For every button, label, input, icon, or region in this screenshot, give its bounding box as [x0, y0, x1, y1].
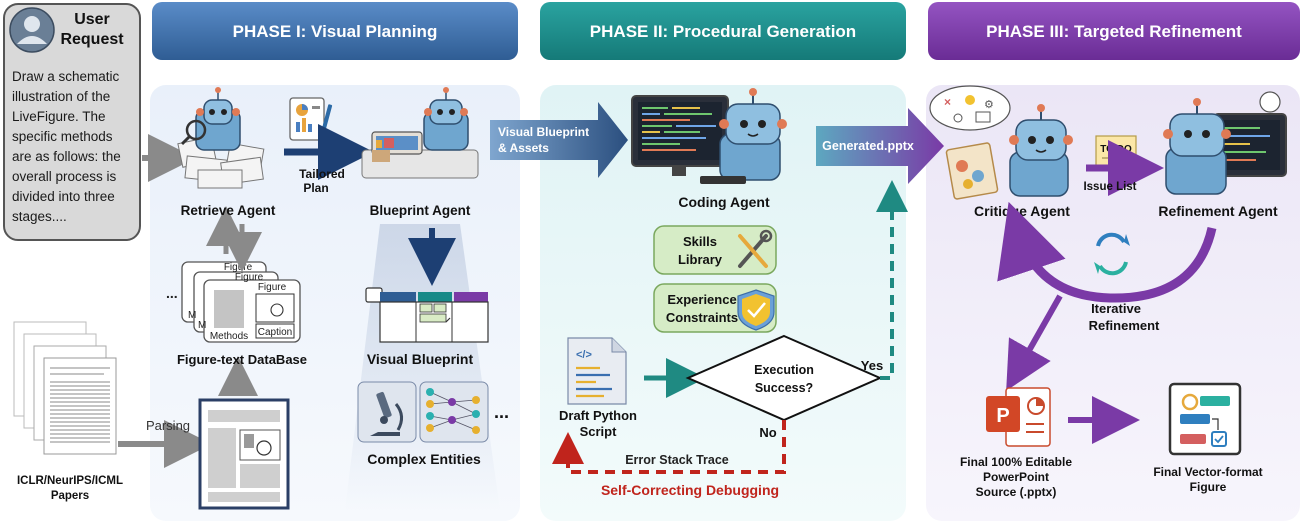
critique-agent-label: Critique Agent — [974, 203, 1070, 219]
powerpoint-icon: P — [986, 387, 1051, 447]
user-request-line: divided into three — [12, 189, 115, 204]
phase1-header: PHASE I: Visual Planning — [152, 2, 518, 60]
user-request-line: stages.... — [12, 209, 67, 224]
visual-blueprint-label: Visual Blueprint — [367, 351, 474, 367]
network-graph-icon — [419, 381, 489, 443]
experience-line1: Experience — [667, 292, 736, 307]
user-request-line: illustration of the — [12, 89, 110, 104]
figure-text-database: Figure Figure Figure Caption Methods M M… — [166, 261, 301, 343]
svg-text:⚙: ⚙ — [984, 99, 994, 111]
self-correcting-label: Self-Correcting Debugging — [601, 482, 779, 498]
decision-line2: Success? — [755, 381, 813, 395]
caption-label: Caption — [258, 327, 292, 338]
arrow-yes-path — [876, 180, 908, 380]
blueprint-agent-robot-icon — [361, 87, 479, 179]
database-label: Figure-text DataBase — [177, 352, 307, 367]
papers-label-2: Papers — [51, 490, 89, 502]
handoff-arrow-generated-pptx: Generated.pptx — [816, 108, 944, 184]
blueprint-agent-label: Blueprint Agent — [370, 203, 471, 218]
python-file-icon: </> — [567, 337, 627, 405]
user-request-title-2: Request — [60, 31, 124, 48]
visual-blueprint-graphic — [365, 287, 489, 343]
user-avatar-icon — [9, 7, 55, 53]
arrow-iterative-loop — [997, 201, 1217, 303]
svg-text:×: × — [944, 95, 951, 109]
user-request-line: are as follows: the — [12, 149, 121, 164]
user-request-line: Draw a schematic — [12, 69, 120, 84]
retrieve-agent-label: Retrieve Agent — [181, 203, 276, 218]
ppt-letter: P — [996, 405, 1009, 427]
methods-label: Methods — [210, 331, 248, 342]
final-pptx-line1: Final 100% Editable — [960, 455, 1072, 469]
arrow-to-final-pptx — [1006, 294, 1063, 391]
skills-line1: Skills — [683, 234, 717, 249]
phase2-header: PHASE II: Procedural Generation — [540, 2, 906, 60]
user-request-line: specific methods — [12, 129, 113, 144]
handoff1-line1: Visual Blueprint — [498, 125, 589, 139]
user-request-title-1: User — [74, 11, 110, 28]
microscope-icon — [357, 381, 417, 443]
final-vector-line1: Final Vector-format — [1153, 465, 1262, 479]
final-pptx-line2: PowerPoint — [983, 470, 1049, 484]
skills-library-card: Skills Library — [653, 225, 777, 275]
parsing-label: Parsing — [146, 418, 190, 433]
complex-entities-label: Complex Entities — [367, 451, 481, 467]
refinement-agent-label: Refinement Agent — [1158, 203, 1278, 219]
svg-text:</>: </> — [576, 349, 592, 361]
user-request-line: LiveFigure. The — [12, 109, 106, 124]
iterative-line1: Iterative — [1091, 301, 1141, 316]
retrieve-agent-robot-icon — [177, 87, 265, 189]
m-label: M — [198, 320, 206, 331]
experience-constraints-card: Experience Constraints — [653, 283, 777, 333]
refinement-agent-robot-icon — [1163, 91, 1287, 195]
handoff1-line2: & Assets — [498, 141, 549, 155]
error-trace-label: Error Stack Trace — [625, 453, 729, 467]
entities-ellipsis: ... — [494, 402, 509, 422]
yes-label: Yes — [861, 358, 883, 373]
coding-agent-robot-icon — [700, 88, 787, 184]
handoff2-label: Generated.pptx — [822, 139, 914, 153]
execution-decision: Execution Success? — [685, 334, 883, 422]
user-request-card: User Request Draw a schematic illustrati… — [3, 3, 141, 241]
critique-agent-robot-icon: × ⚙ — [929, 85, 1073, 200]
phase1-title: PHASE I: Visual Planning — [233, 22, 438, 41]
no-label: No — [759, 425, 776, 440]
tailored-plan-1: Tailored — [299, 167, 345, 181]
tailored-plan-2: Plan — [303, 181, 328, 195]
draft-script-line1: Draft Python — [559, 408, 637, 423]
issue-list-label: Issue List — [1083, 181, 1136, 193]
phase3-title: PHASE III: Targeted Refinement — [986, 22, 1242, 41]
monitor-code-icon — [631, 95, 729, 176]
handoff-arrow-blueprint-assets: Visual Blueprint & Assets — [490, 102, 628, 178]
coding-agent-label: Coding Agent — [678, 194, 770, 210]
figure-tag: Figure — [258, 282, 287, 293]
decision-line1: Execution — [754, 363, 814, 377]
database-ellipsis: ... — [166, 285, 178, 301]
shield-check-icon — [737, 289, 775, 331]
flowchart-icon — [1168, 382, 1242, 456]
papers-label-1: ICLR/NeurIPS/ICML — [17, 475, 123, 487]
figure-tag: Figure — [235, 272, 264, 283]
phase2-title: PHASE II: Procedural Generation — [590, 22, 856, 41]
user-request-line: overall process is — [12, 169, 117, 184]
final-vector-line2: Figure — [1190, 480, 1227, 494]
draft-script-line2: Script — [580, 424, 618, 439]
final-pptx-line3: Source (.pptx) — [976, 485, 1057, 499]
phase3-header: PHASE III: Targeted Refinement — [928, 2, 1300, 60]
todo-label: TO DO — [1100, 144, 1132, 155]
todo-note-icon: TO DO — [1095, 135, 1137, 167]
experience-line2: Constraints — [666, 310, 738, 325]
wrench-pencil-icon — [738, 229, 773, 268]
arrow-no-path — [552, 420, 786, 474]
skills-line2: Library — [678, 252, 723, 267]
refresh-cycle-icon — [1094, 232, 1130, 276]
parsed-paper-icon — [198, 398, 290, 510]
iterative-line2: Refinement — [1089, 318, 1160, 333]
document-stack-icon — [13, 321, 117, 455]
m-label: M — [188, 310, 196, 321]
